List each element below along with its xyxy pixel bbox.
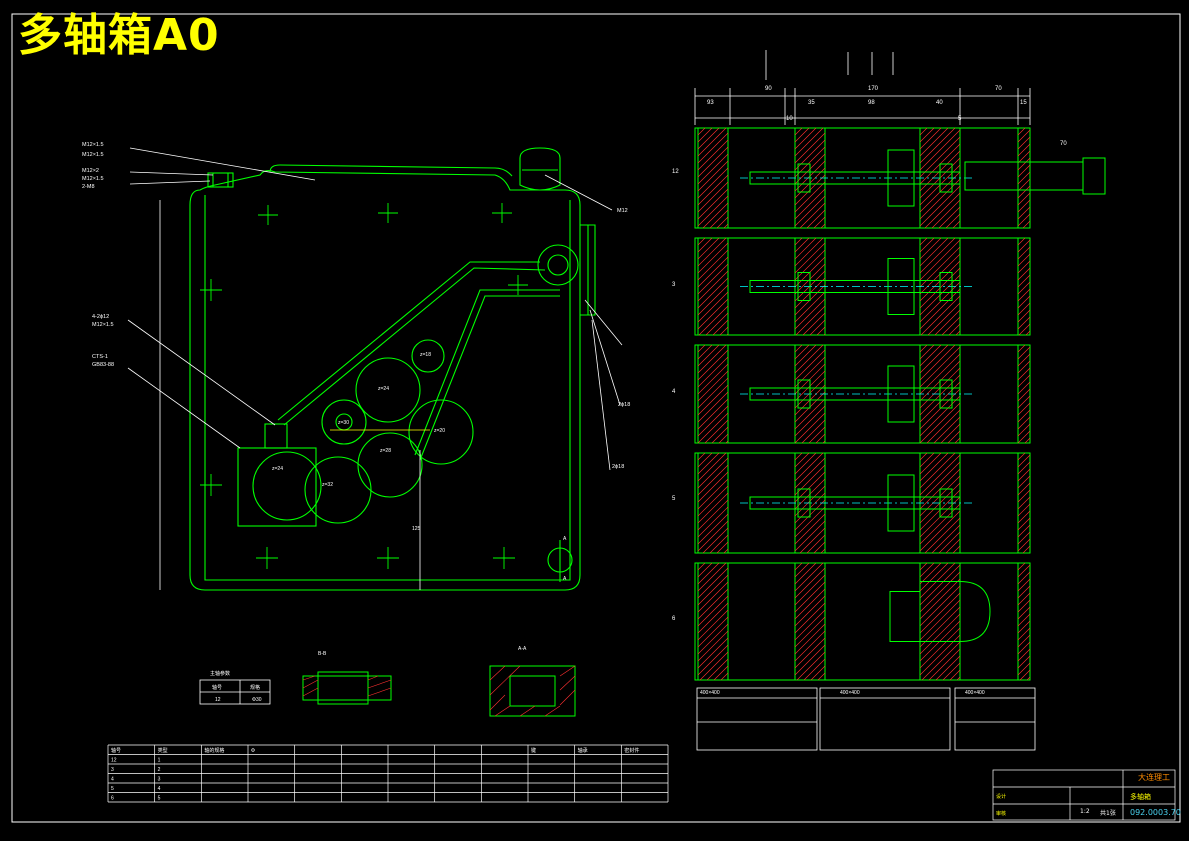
svg-text:2ϕ18: 2ϕ18: [612, 464, 624, 470]
svg-text:400×400: 400×400: [840, 690, 860, 696]
detail-views: 主轴参数 轴号 规格 12 Φ30 B-B A-A: [199, 646, 576, 717]
svg-text:6: 6: [672, 616, 676, 622]
table-cell: 12: [111, 758, 117, 764]
table-cell: 3: [111, 767, 114, 773]
svg-text:z=28: z=28: [380, 448, 391, 454]
svg-text:12: 12: [215, 697, 221, 703]
table-header: 键: [531, 747, 536, 754]
svg-text:设计: 设计: [996, 793, 1006, 800]
svg-text:z=32: z=32: [322, 482, 333, 488]
svg-text:z=18: z=18: [420, 352, 431, 358]
left-labels: M12×1.5 M12×1.5 M12×2 M12×1.5 2-M8 M12 4…: [82, 142, 630, 470]
svg-text:CTS-1: CTS-1: [92, 354, 108, 360]
table-cell: 2: [158, 767, 161, 773]
table-header: 轴的规格: [204, 747, 224, 754]
table-cell: 3: [158, 777, 161, 783]
table-header: Φ: [251, 748, 255, 754]
title-block: 设计 审核: [992, 769, 1176, 821]
svg-text:3: 3: [672, 282, 676, 288]
svg-text:主轴参数: 主轴参数: [210, 670, 230, 677]
svg-text:170: 170: [868, 86, 879, 92]
svg-text:M12×1.5: M12×1.5: [82, 176, 104, 182]
svg-text:98: 98: [868, 100, 875, 106]
svg-text:M12×2: M12×2: [82, 168, 99, 174]
svg-text:10: 10: [786, 116, 793, 122]
drawing-title: 多轴箱A0: [18, 10, 220, 61]
housing-outline: [189, 169, 581, 591]
svg-text:15: 15: [1020, 100, 1027, 106]
sheet-value: 共1张: [1100, 810, 1116, 817]
school-name: 大连理工: [1138, 773, 1170, 782]
svg-text:A: A: [563, 536, 567, 542]
svg-text:35: 35: [808, 100, 815, 106]
svg-text:70: 70: [995, 86, 1002, 92]
table-header: 密封件: [624, 747, 639, 754]
svg-text:400×400: 400×400: [700, 690, 720, 696]
svg-text:125: 125: [412, 526, 421, 532]
svg-text:90: 90: [765, 86, 772, 92]
svg-text:5: 5: [958, 116, 962, 122]
svg-text:Φ30: Φ30: [252, 697, 262, 703]
svg-text:规格: 规格: [250, 684, 260, 691]
scale-value: 1:2: [1080, 808, 1090, 815]
svg-text:93: 93: [707, 100, 714, 106]
table-cell: 4: [158, 786, 161, 792]
svg-text:4-2ϕ12: 4-2ϕ12: [92, 314, 109, 320]
svg-text:2ϕ18: 2ϕ18: [618, 402, 630, 408]
right-view: 93 90 170 70 15 35 98 40 10 5 70 12 3 4 …: [672, 50, 1106, 751]
svg-text:M12×1.5: M12×1.5: [92, 322, 114, 328]
svg-text:A: A: [563, 576, 567, 582]
svg-text:GB83-88: GB83-88: [92, 362, 114, 368]
svg-text:400×400: 400×400: [965, 690, 985, 696]
svg-text:审核: 审核: [996, 810, 1006, 817]
left-view: [189, 147, 596, 591]
svg-text:5: 5: [672, 496, 676, 502]
table-cell: 5: [158, 796, 161, 802]
svg-text:40: 40: [936, 100, 943, 106]
table-cell: 6: [111, 796, 114, 802]
part-name: 多轴箱: [1130, 793, 1151, 801]
svg-text:z=24: z=24: [272, 466, 283, 472]
svg-text:M12: M12: [617, 208, 628, 214]
svg-text:z=30: z=30: [338, 420, 349, 426]
svg-text:B-B: B-B: [318, 651, 327, 657]
left-annotations: [127, 147, 623, 590]
svg-text:M12×1.5: M12×1.5: [82, 142, 104, 148]
svg-text:z=20: z=20: [434, 428, 445, 434]
shaft-table: 轴号 类型 轴的规格 Φ 键 轴承 密封件 12 1 3 2 4 3 5 4 6 5: [107, 744, 669, 803]
table-header: 轴号: [111, 747, 121, 754]
svg-text:12: 12: [672, 169, 679, 175]
svg-text:70: 70: [1060, 141, 1067, 147]
drawing-number: 092.0003.70: [1130, 808, 1181, 817]
svg-text:4: 4: [672, 389, 676, 395]
table-cell: 1: [158, 758, 161, 764]
table-cell: 4: [111, 777, 114, 783]
svg-text:2-M8: 2-M8: [82, 184, 95, 190]
gear-labels: z=18 z=24 z=30 z=20 z=28 z=24 z=32 A A 1…: [272, 352, 567, 582]
table-header: 类型: [158, 747, 168, 754]
table-header: 轴承: [578, 747, 588, 754]
drawing-border: [11, 13, 1181, 823]
svg-text:M12×1.5: M12×1.5: [82, 152, 104, 158]
svg-text:z=24: z=24: [378, 386, 389, 392]
svg-text:A-A: A-A: [518, 646, 527, 652]
section-row: [694, 562, 1031, 681]
table-cell: 5: [111, 786, 114, 792]
svg-text:轴号: 轴号: [212, 684, 222, 691]
